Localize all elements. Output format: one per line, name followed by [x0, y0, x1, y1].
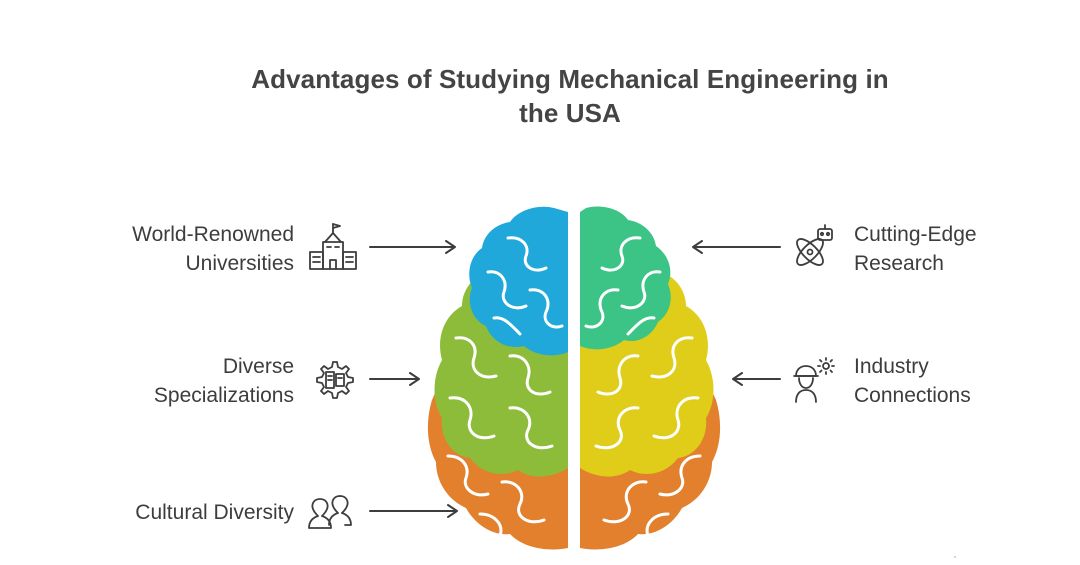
label-line: Cultural Diversity — [135, 501, 294, 524]
label-line: Specializations — [153, 384, 294, 407]
page-title-line-2: the USA — [519, 98, 621, 128]
arrow-cutting — [692, 240, 781, 254]
university-icon — [309, 223, 357, 270]
label-line: Connections — [854, 384, 971, 407]
label-line: Diverse — [222, 355, 294, 378]
label-cutting-edge-research: Cutting-Edge Research — [854, 220, 977, 278]
label-line: Research — [854, 252, 944, 275]
specializations-gear-icon — [316, 361, 354, 399]
label-line: Universities — [185, 252, 294, 275]
label-line: Industry — [854, 355, 929, 378]
decorative-dot — [954, 556, 956, 558]
label-world-renowned-universities: World-Renowned Universities — [132, 220, 294, 278]
brain-right-folds — [584, 236, 702, 538]
label-line: Cutting-Edge — [854, 223, 977, 246]
label-cultural-diversity: Cultural Diversity — [135, 498, 294, 527]
arrow-world — [369, 240, 456, 254]
page-title-line-1: Advantages of Studying Mechanical Engine… — [251, 64, 889, 94]
brain-left-hemisphere — [427, 206, 568, 550]
arrow-diverse — [369, 372, 420, 386]
label-diverse-specializations: Diverse Specializations — [154, 352, 294, 410]
brain-left-folds — [446, 236, 564, 538]
arrows — [369, 240, 781, 518]
engineer-gear-icon — [793, 357, 835, 403]
people-group-icon — [308, 495, 352, 529]
arrow-industry — [732, 372, 781, 386]
label-line: World-Renowned — [132, 223, 294, 246]
atom-robot-icon — [796, 224, 833, 266]
brain-right-hemisphere — [580, 206, 721, 550]
label-industry-connections: Industry Connections — [854, 352, 971, 410]
arrow-cultural — [369, 504, 458, 518]
